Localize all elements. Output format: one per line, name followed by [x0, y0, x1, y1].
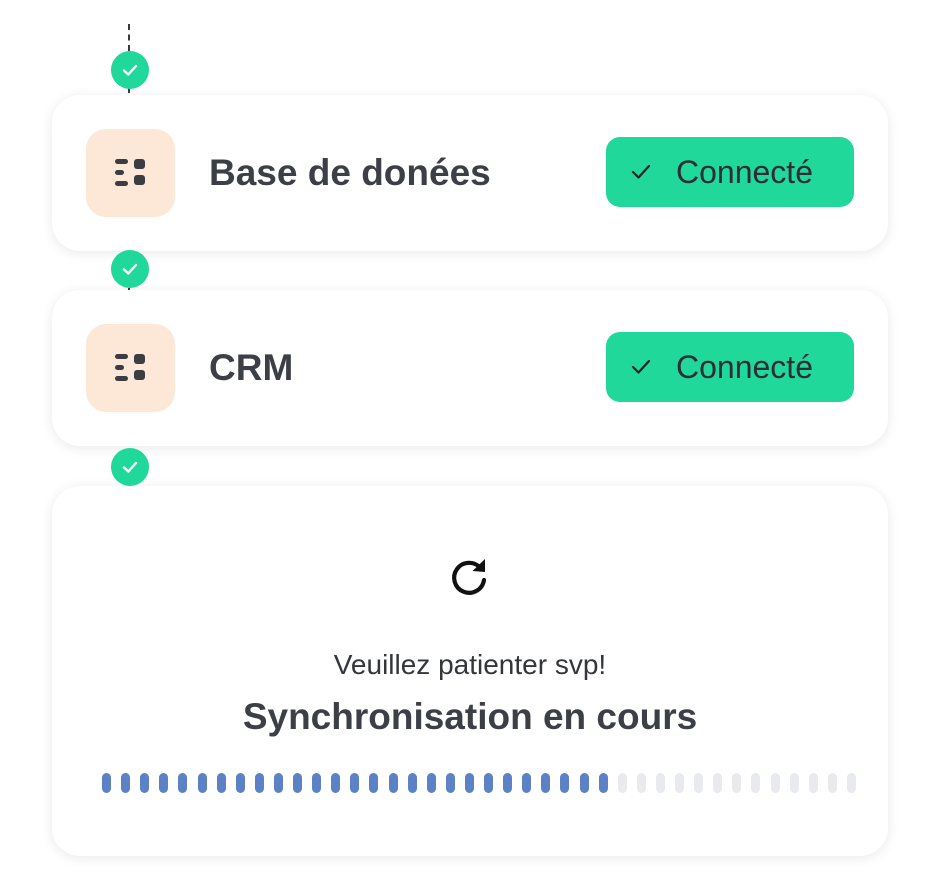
progress-segment-filled [465, 773, 474, 793]
progress-segment-empty [847, 773, 856, 793]
progress-segment-empty [771, 773, 780, 793]
status-label: Connecté [676, 154, 813, 190]
integration-row-crm: CRM Connecté [52, 290, 888, 446]
integration-row-database: Base de donées Connecté [52, 95, 888, 251]
progress-segment-filled [293, 773, 302, 793]
connected-status-badge: Connecté [606, 137, 854, 207]
progress-segment-empty [675, 773, 684, 793]
progress-segment-filled [102, 773, 111, 793]
progress-segment-empty [732, 773, 741, 793]
database-list-icon [86, 324, 175, 412]
progress-segment-empty [751, 773, 760, 793]
progress-segment-filled [369, 773, 378, 793]
step-complete-check-icon [111, 51, 149, 89]
progress-segment-filled [446, 773, 455, 793]
progress-segment-filled [560, 773, 569, 793]
integration-name: CRM [209, 347, 294, 388]
sync-progress-bar [102, 773, 856, 793]
database-list-icon [86, 129, 175, 217]
progress-segment-filled [541, 773, 550, 793]
progress-segment-empty [637, 773, 646, 793]
progress-segment-empty [656, 773, 665, 793]
progress-segment-empty [809, 773, 818, 793]
progress-segment-filled [580, 773, 589, 793]
progress-segment-filled [484, 773, 493, 793]
progress-segment-filled [217, 773, 226, 793]
progress-segment-filled [236, 773, 245, 793]
progress-segment-filled [599, 773, 608, 793]
progress-segment-empty [694, 773, 703, 793]
check-icon [631, 164, 651, 179]
progress-segment-empty [713, 773, 722, 793]
progress-segment-empty [618, 773, 627, 793]
progress-segment-filled [140, 773, 149, 793]
sync-status-title: Synchronisation en cours [242, 696, 698, 737]
status-label: Connecté [676, 349, 813, 385]
connected-status-badge: Connecté [606, 332, 854, 402]
wait-message: Veuillez patienter svp! [333, 649, 607, 680]
step-complete-check-icon [111, 250, 149, 288]
sync-progress-card: Veuillez patienter svp! Synchronisation … [52, 486, 888, 856]
check-icon [631, 359, 651, 374]
progress-segment-filled [178, 773, 187, 793]
progress-segment-filled [331, 773, 340, 793]
progress-segment-filled [121, 773, 130, 793]
progress-segment-filled [427, 773, 436, 793]
progress-segment-filled [408, 773, 417, 793]
refresh-icon [452, 559, 487, 595]
progress-segment-filled [350, 773, 359, 793]
progress-segment-filled [503, 773, 512, 793]
step-complete-check-icon [111, 448, 149, 486]
progress-segment-filled [255, 773, 264, 793]
integration-name: Base de donées [209, 152, 491, 193]
progress-segment-filled [159, 773, 168, 793]
progress-segment-filled [389, 773, 398, 793]
progress-segment-filled [522, 773, 531, 793]
progress-segment-empty [790, 773, 799, 793]
progress-segment-empty [828, 773, 837, 793]
progress-segment-filled [274, 773, 283, 793]
progress-segment-filled [312, 773, 321, 793]
progress-segment-filled [198, 773, 207, 793]
